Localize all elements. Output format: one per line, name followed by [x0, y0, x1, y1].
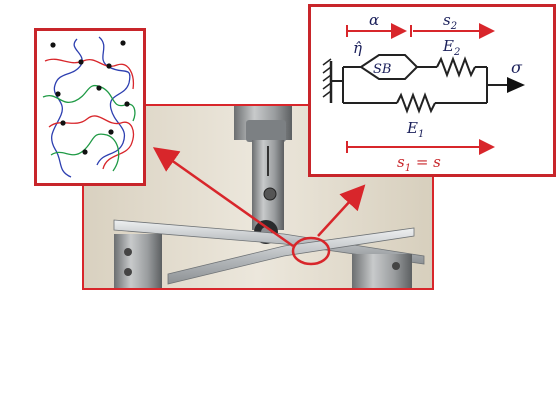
zoom-arrow-polymer: [152, 147, 294, 248]
s2-label: s2: [443, 11, 457, 32]
zoom-arrow-model: [317, 184, 366, 237]
sigma-label: σ: [511, 58, 523, 77]
sb-label: SB: [373, 62, 391, 77]
force-arrow: [507, 77, 525, 93]
polymer-network-inset: [34, 28, 146, 186]
polymer-chain-blue-2: [96, 36, 131, 166]
spring-icon: [436, 56, 476, 78]
polymer-network-diagram: [42, 36, 136, 178]
spring-icon-2: [396, 92, 436, 114]
polymer-chain-red: [44, 58, 135, 90]
e2-label: E2: [442, 37, 460, 58]
rheological-model-inset: α s2 SB η̂ E2 E1 σ s1 = s: [308, 4, 556, 177]
alpha-label: α: [369, 11, 379, 29]
eta-label: η̂: [353, 39, 362, 57]
polymer-chain-red-2: [48, 115, 135, 170]
polymer-chain-green: [42, 84, 136, 122]
damage-zone-marker: [291, 236, 331, 266]
e1-label: E1: [406, 119, 424, 140]
crosslink-points: [50, 40, 130, 155]
rheological-model-diagram: α s2 SB η̂ E2 E1 σ s1 = s: [322, 11, 525, 174]
polymer-chain-green-2: [50, 133, 120, 172]
s1-equals-s-label: s1 = s: [397, 153, 441, 174]
